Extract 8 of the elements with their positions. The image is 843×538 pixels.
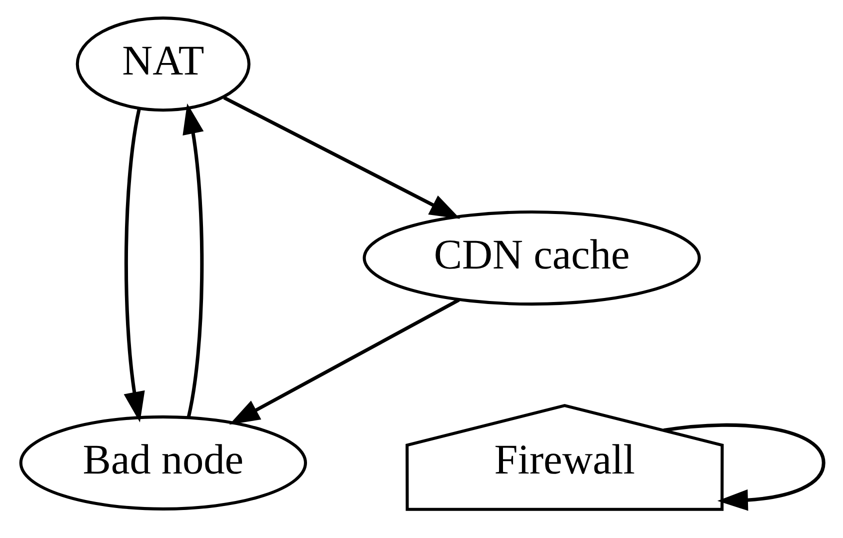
node-ellipse: NAT: [75, 16, 250, 112]
arrow: [182, 103, 204, 418]
arrow: [123, 109, 144, 422]
arrow: [228, 298, 460, 425]
node-ellipse: Bad node: [18, 415, 307, 510]
node-ellipse: CDN cache: [362, 210, 700, 306]
arrow: [662, 423, 825, 511]
arrow: [222, 96, 460, 219]
